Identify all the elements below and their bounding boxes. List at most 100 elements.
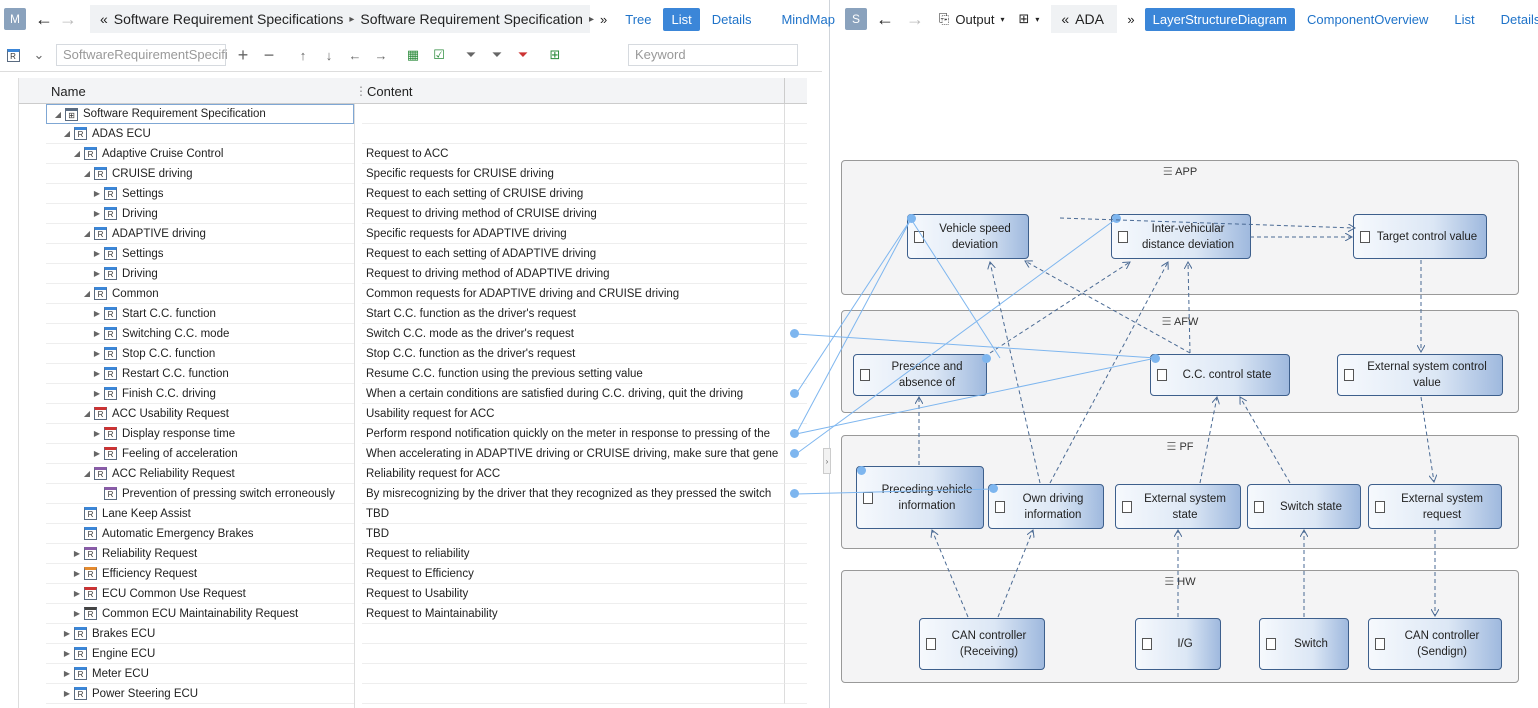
content-cell[interactable] (362, 664, 784, 684)
trace-link-anchor[interactable] (790, 449, 799, 458)
tab-list[interactable]: List (663, 7, 700, 31)
expand-icon[interactable]: ▶ (63, 649, 71, 658)
content-cell[interactable] (362, 644, 784, 664)
forward-arrow-icon[interactable]: → (59, 8, 77, 29)
content-cell[interactable]: When accelerating in ADAPTIVE driving or… (362, 444, 784, 464)
component-switch-state[interactable]: Switch state (1247, 484, 1361, 529)
trace-link-anchor[interactable] (790, 329, 799, 338)
content-cell[interactable]: Resume C.C. function using the previous … (362, 364, 784, 384)
collapse-icon[interactable]: ◢ (83, 469, 91, 478)
collapse-icon[interactable]: ◢ (73, 149, 81, 158)
collapse-icon[interactable]: ◢ (83, 409, 91, 418)
tab-mindmap[interactable]: MindMap (781, 11, 835, 27)
component-can-controller-receiving[interactable]: CAN controller (Receiving) (919, 618, 1045, 670)
expand-icon[interactable]: ▶ (73, 589, 81, 598)
output-icon[interactable]: ⎘ (939, 11, 950, 26)
breadcrumb-item-0[interactable]: Software Requirement Specifications (113, 11, 344, 27)
content-cell[interactable]: Common requests for ADAPTIVE driving and… (362, 284, 784, 304)
export-excel-icon[interactable]: ⊞ (549, 47, 561, 62)
panel-collapse-icon[interactable]: › (823, 448, 831, 474)
link-anchor[interactable] (989, 484, 998, 493)
breadcrumb-back-icon[interactable]: « (1061, 11, 1070, 27)
clear-filter-icon[interactable]: ⏷ (517, 47, 529, 62)
remove-icon[interactable]: − (263, 44, 275, 65)
content-cell[interactable] (362, 104, 784, 124)
add-icon[interactable]: + (237, 44, 249, 65)
name-cell[interactable]: ◢⊞Software Requirement Specification (46, 104, 354, 124)
collapse-icon[interactable]: ◢ (83, 289, 91, 298)
chevron-down-icon[interactable]: ▾ (1035, 14, 1040, 24)
trace-link-anchor[interactable] (790, 429, 799, 438)
expand-icon[interactable]: ▶ (93, 329, 101, 338)
content-cell[interactable]: Request to Usability (362, 584, 784, 604)
breadcrumb-item-1[interactable]: Software Requirement Specification (360, 11, 583, 27)
trace-link-anchor[interactable] (790, 489, 799, 498)
link-anchor[interactable] (907, 214, 916, 223)
expand-icon[interactable]: ▶ (93, 389, 101, 398)
content-cell[interactable]: Request to each setting of CRUISE drivin… (362, 184, 784, 204)
expand-icon[interactable]: ▶ (63, 689, 71, 698)
breadcrumb-back-icon[interactable]: « (100, 11, 108, 27)
link-anchor[interactable] (982, 354, 991, 363)
expand-icon[interactable]: ▶ (73, 549, 81, 558)
move-down-icon[interactable]: ↓ (325, 47, 333, 63)
tab-list[interactable]: List (1454, 11, 1475, 27)
keyword-input[interactable]: Keyword (628, 44, 798, 66)
tab-tree[interactable]: Tree (625, 11, 652, 27)
expand-icon[interactable]: ▶ (63, 629, 71, 638)
column-resize-icon[interactable]: ⋮ (355, 84, 367, 98)
component-presence-absence[interactable]: Presence and absence of (853, 354, 987, 396)
expand-icon[interactable]: ▶ (93, 349, 101, 358)
content-cell[interactable]: Reliability request for ACC (362, 464, 784, 484)
more-crumbs-icon[interactable]: » (1127, 11, 1135, 27)
expand-icon[interactable]: ▶ (93, 369, 101, 378)
system-badge[interactable]: S (845, 8, 867, 30)
collapse-icon[interactable]: ◢ (54, 109, 62, 119)
collapse-icon[interactable]: ◢ (83, 229, 91, 238)
check-table-icon[interactable]: ☑ (433, 47, 445, 62)
hierarchy-icon[interactable]: ⊞ (1018, 11, 1030, 26)
component-external-system-state[interactable]: External system state (1115, 484, 1241, 529)
column-header-content[interactable]: Content (367, 84, 413, 99)
content-cell[interactable]: Stop C.C. function as the driver's reque… (362, 344, 784, 364)
breadcrumb-item-ada[interactable]: ADA (1075, 11, 1104, 27)
tab-layer-structure[interactable]: LayerStructureDiagram (1144, 7, 1295, 31)
expand-icon[interactable]: ▶ (93, 209, 101, 218)
expand-icon[interactable]: ▶ (93, 269, 101, 278)
component-preceding-vehicle-information[interactable]: Preceding vehicle information (856, 466, 984, 529)
content-cell[interactable]: Request to ACC (362, 144, 784, 164)
expand-icon[interactable]: ▶ (93, 249, 101, 258)
requirement-type-icon[interactable]: R (4, 46, 22, 64)
link-anchor[interactable] (1112, 214, 1121, 223)
expand-icon[interactable]: ▶ (73, 569, 81, 578)
